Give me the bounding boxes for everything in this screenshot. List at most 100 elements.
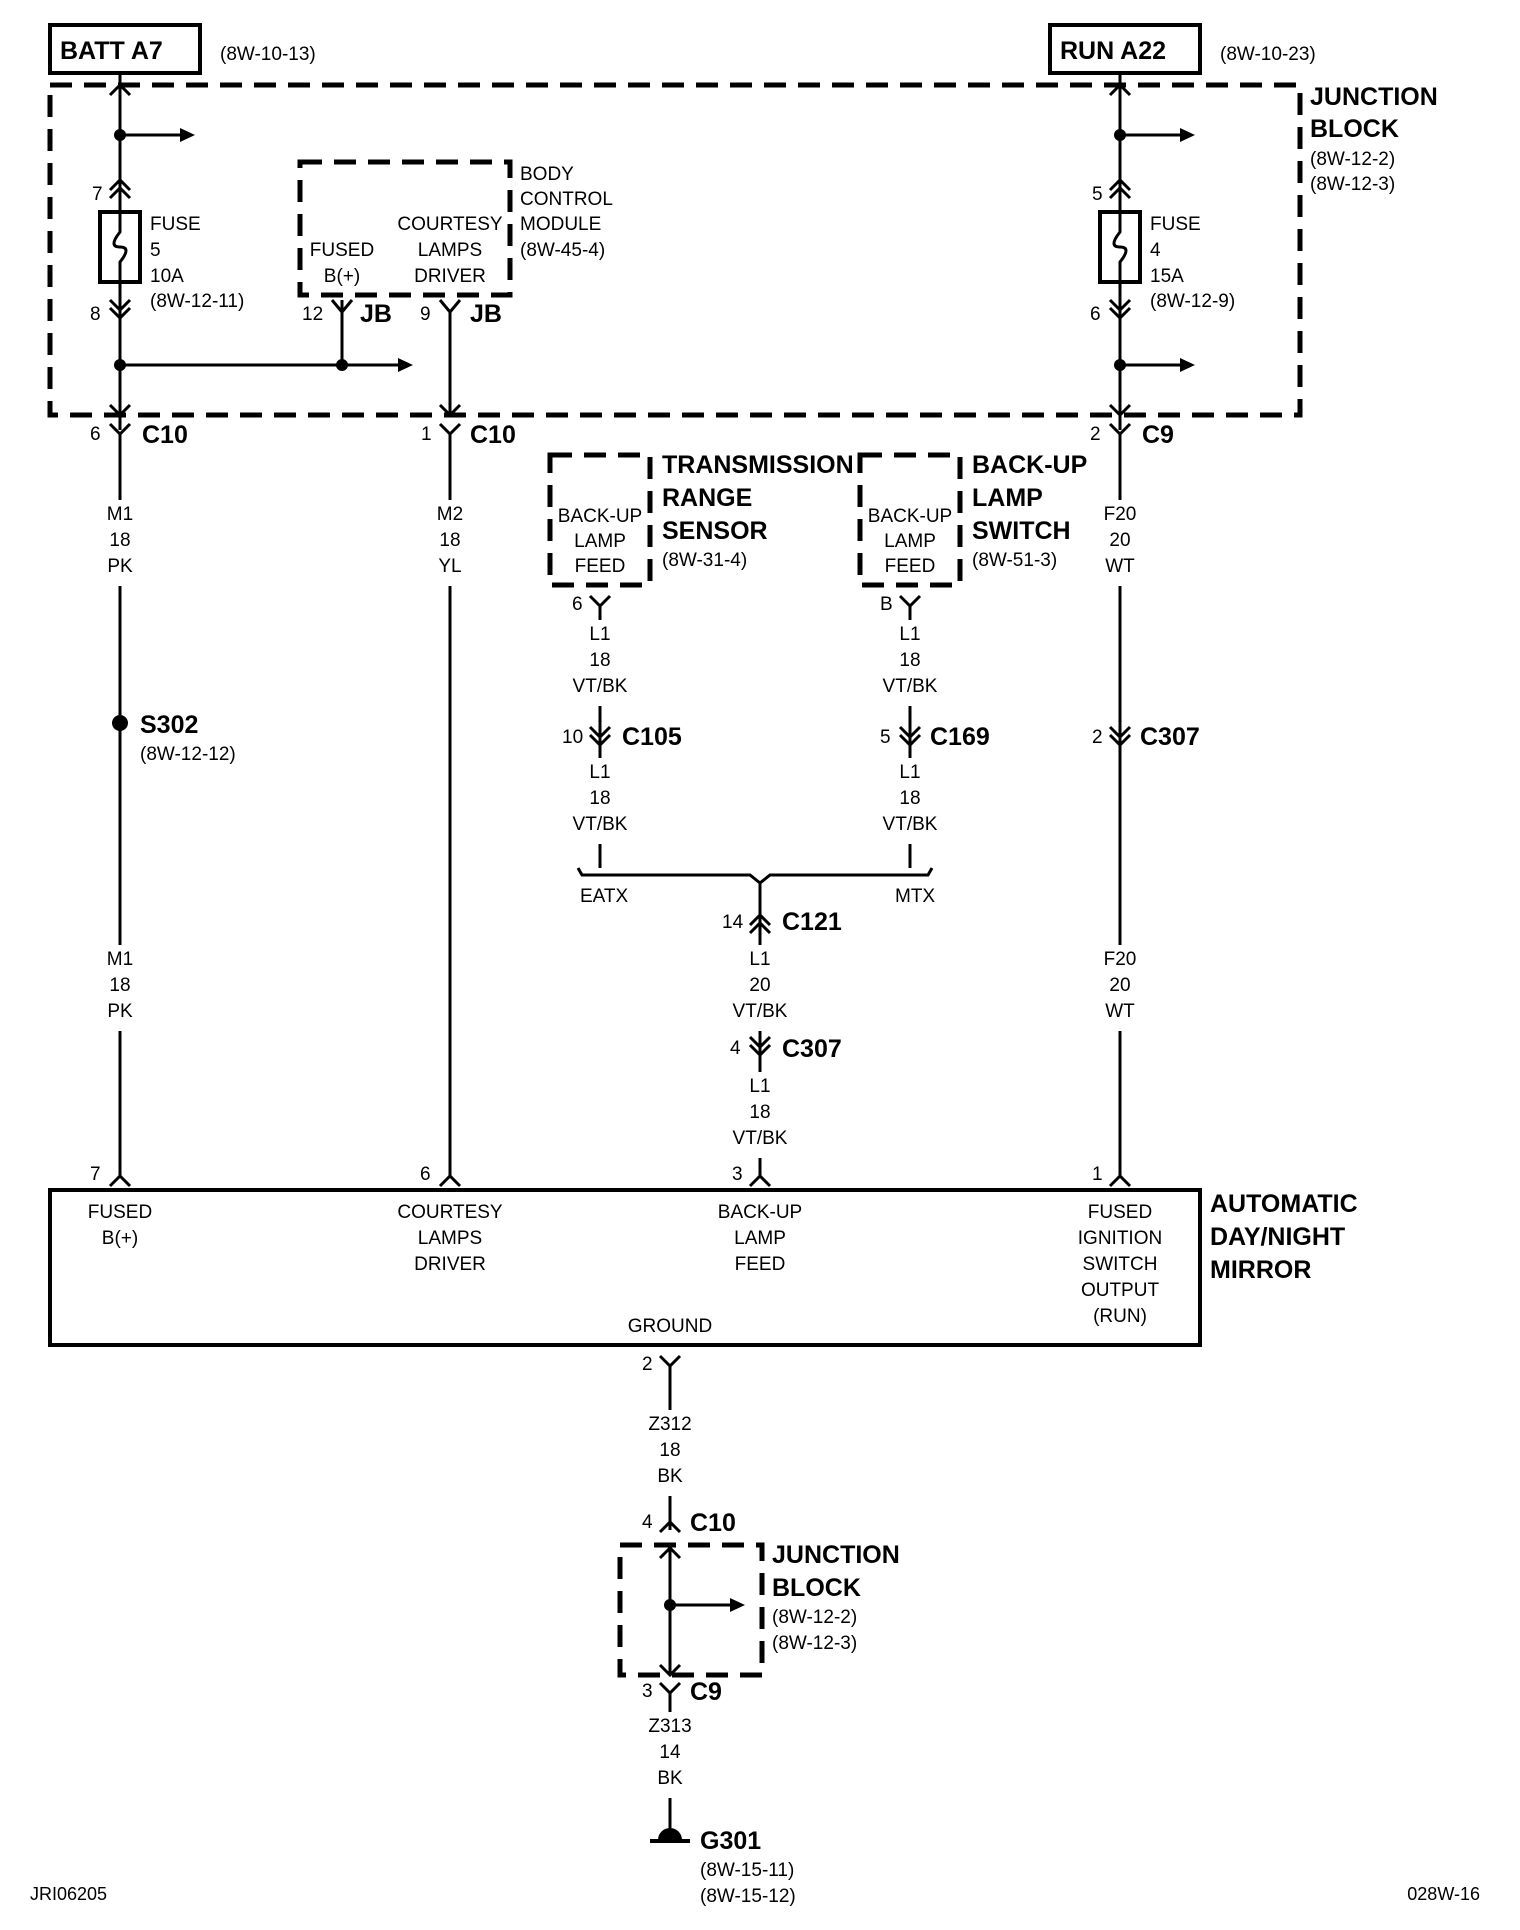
z313-code: Z313 <box>648 1716 691 1737</box>
l1-color-3: VT/BK <box>883 676 938 697</box>
fuse5-rating: 10A <box>150 266 184 287</box>
fuse5-pin-out: 8 <box>90 304 101 325</box>
jb-bottom-c9-pin: 3 <box>642 1681 653 1702</box>
l1-code-4: L1 <box>899 762 920 783</box>
fuse4-rating: 15A <box>1150 266 1184 287</box>
mirror-pin-6: 6 <box>420 1164 431 1185</box>
bcm-fused-label: FUSED <box>310 240 374 261</box>
bcm-pin-12: 12 <box>302 304 323 325</box>
jb-bottom-ref-1: (8W-12-2) <box>772 1607 857 1628</box>
eatx-mtx-merge: EATX MTX <box>576 860 935 907</box>
bcm-courtesy-label: COURTESY <box>397 214 503 235</box>
c307-label-2: C307 <box>782 1035 842 1063</box>
c169-label: C169 <box>930 723 990 751</box>
fuse4-number: 4 <box>1150 240 1161 261</box>
batt-source-ref: (8W-10-13) <box>220 44 316 65</box>
fuse5: FUSE 5 10A (8W-12-11) <box>98 210 244 312</box>
trs-title-2: RANGE <box>662 484 752 512</box>
connector-icon <box>588 594 612 609</box>
arrow-right-icon <box>1180 358 1195 372</box>
m2-code: M2 <box>437 504 463 525</box>
jb-bottom-title-2: BLOCK <box>772 1574 861 1602</box>
mirror-title-1: AUTOMATIC <box>1210 1190 1358 1218</box>
footer-left-code: JRI06205 <box>30 1884 107 1904</box>
fuse-icon <box>1112 212 1128 282</box>
trs-outline <box>547 452 653 588</box>
ground-icon <box>658 1828 682 1840</box>
l1-color: VT/BK <box>573 676 628 697</box>
z312-gauge: 18 <box>659 1440 680 1461</box>
c307-pin-4: 4 <box>730 1038 741 1059</box>
mirror-pin-1: 1 <box>1092 1164 1103 1185</box>
c9-label: C9 <box>1142 421 1174 449</box>
junction-block-title: JUNCTION <box>1310 83 1438 111</box>
trs-feed-3: FEED <box>575 556 626 577</box>
jb-bottom-outline <box>617 1542 765 1678</box>
m1-code-2: M1 <box>107 949 133 970</box>
bls-feed-3: FEED <box>885 556 936 577</box>
backup-lamp-switch: BACK-UP LAMP FEED BACK-UP LAMP SWITCH (8… <box>857 451 1087 615</box>
junction-block-ref-1: (8W-12-2) <box>1310 149 1395 170</box>
mtx-label: MTX <box>895 886 935 907</box>
eatx-label: EATX <box>580 886 629 907</box>
mirror-pin-7: 7 <box>90 1164 101 1185</box>
bls-pin: B <box>880 594 893 615</box>
fuse5-pin-in: 7 <box>92 184 103 205</box>
transmission-range-sensor: BACK-UP LAMP FEED TRANSMISSION RANGE SEN… <box>547 451 854 615</box>
z313-color: BK <box>657 1768 683 1789</box>
connector-c10-left: 6 C10 <box>90 421 188 449</box>
l1-color-2: VT/BK <box>573 814 628 835</box>
footer-right-code: 028W-16 <box>1407 1884 1480 1904</box>
mirror-courtesy-label-2: LAMPS <box>418 1228 482 1249</box>
mirror-ign-label-3: SWITCH <box>1083 1254 1158 1275</box>
connector-icon <box>438 299 462 315</box>
l1-color-5: VT/BK <box>733 1001 788 1022</box>
mirror-pin-3: 3 <box>732 1164 743 1185</box>
trs-feed-2: LAMP <box>574 531 626 552</box>
l1-gauge-5: 20 <box>749 975 770 996</box>
c10-label-2: C10 <box>470 421 516 449</box>
ground-ref-2: (8W-15-12) <box>700 1886 796 1907</box>
l1-code: L1 <box>589 624 610 645</box>
c10-pin-6: 6 <box>90 424 101 445</box>
mirror-title-3: MIRROR <box>1210 1256 1311 1284</box>
bcm-courtesy-label-3: DRIVER <box>414 266 486 287</box>
mirror-ign-label-4: OUTPUT <box>1081 1280 1160 1301</box>
trs-feed-1: BACK-UP <box>558 506 642 527</box>
m1-gauge: 18 <box>109 530 130 551</box>
fuse5-ref: (8W-12-11) <box>150 291 244 312</box>
bls-title-3: SWITCH <box>972 517 1071 545</box>
c169-pin: 5 <box>880 727 891 748</box>
f20-code-2: F20 <box>1104 949 1137 970</box>
c121-pin: 14 <box>722 912 744 933</box>
trs-ref: (8W-31-4) <box>662 550 747 571</box>
ground-ref-1: (8W-15-11) <box>700 1860 794 1881</box>
mirror-fused-label-2: B(+) <box>102 1228 138 1249</box>
jb-bottom-c10-pin: 4 <box>642 1512 653 1533</box>
l1-color-6: VT/BK <box>733 1128 788 1149</box>
arrow-right-icon <box>398 358 413 372</box>
z312-code: Z312 <box>648 1414 691 1435</box>
bcm-ref: (8W-45-4) <box>520 240 605 261</box>
mirror-ign-label-5: (RUN) <box>1093 1306 1147 1327</box>
junction-block-ref-2: (8W-12-3) <box>1310 174 1395 195</box>
jb-bottom-c10-label: C10 <box>690 1509 736 1537</box>
m1-code: M1 <box>107 504 133 525</box>
bcm-fused-label-2: B(+) <box>324 266 360 287</box>
c307-pin-2: 2 <box>1092 727 1103 748</box>
bcm-courtesy-label-2: LAMPS <box>418 240 482 261</box>
fuse-icon <box>112 212 128 282</box>
m1-color-2: PK <box>107 1001 133 1022</box>
fuse4-pin-out: 6 <box>1090 304 1101 325</box>
fuse4-output-wire: 6 <box>1090 282 1195 430</box>
connector-icon <box>898 594 922 609</box>
l1-gauge-4: 18 <box>899 788 920 809</box>
batt-source: BATT A7 (8W-10-13) <box>48 23 316 75</box>
c105-label: C105 <box>622 723 682 751</box>
bls-feed-1: BACK-UP <box>868 506 952 527</box>
batt-source-label: BATT A7 <box>60 37 163 65</box>
c10-pin-1: 1 <box>421 424 432 445</box>
fuse5-label: FUSE <box>150 214 201 235</box>
l1-code-6: L1 <box>749 1076 770 1097</box>
f20-gauge-2: 20 <box>1109 975 1130 996</box>
